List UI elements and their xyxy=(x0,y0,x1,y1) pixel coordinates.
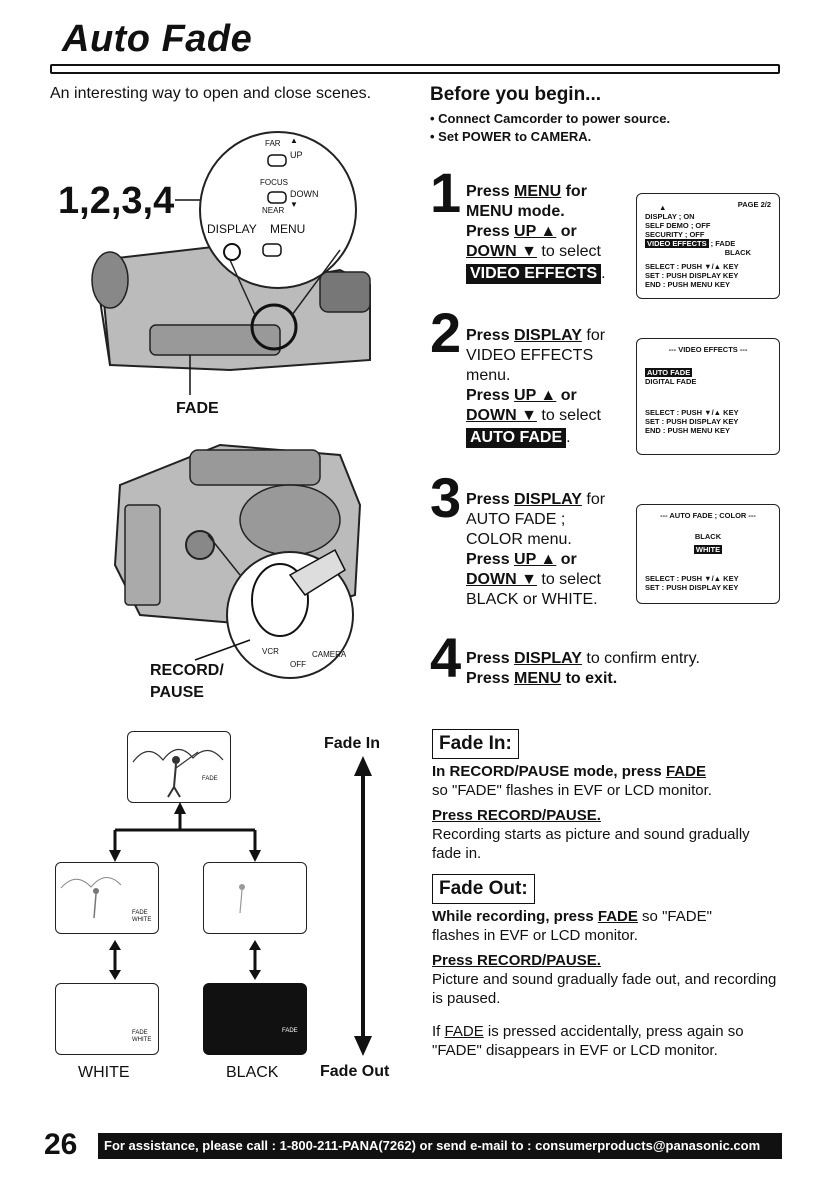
off-label: OFF xyxy=(290,660,306,669)
highlight-auto-fade: AUTO FADE xyxy=(466,428,567,448)
near-label: NEAR xyxy=(262,206,285,215)
page-title: Auto Fade xyxy=(62,18,253,60)
before-item: Connect Camcorder to power source. xyxy=(430,110,670,128)
faded-scene-image xyxy=(239,884,245,914)
golfer-scene-image xyxy=(132,748,224,798)
down-arrow-icon: ▼ xyxy=(290,200,298,209)
page-number: 26 xyxy=(44,1128,78,1161)
fade-out-heading: Fade Out: xyxy=(432,874,535,904)
fade-in-label: Fade In xyxy=(324,735,381,752)
scene-thumbnail-fading-black xyxy=(203,862,307,934)
faded-scene-image xyxy=(60,877,122,919)
down-label: DOWN xyxy=(290,189,319,199)
intro-text: An interesting way to open and close sce… xyxy=(50,85,372,102)
black-screen-thumbnail xyxy=(203,983,307,1055)
black-screen-fade-label: FADE xyxy=(282,1028,298,1034)
white-screen-thumbnail xyxy=(55,983,159,1055)
before-heading: Before you begin... xyxy=(430,84,602,105)
record-label-line2: PAUSE xyxy=(150,684,204,701)
vcr-label: VCR xyxy=(262,647,279,656)
record-pause-illustration xyxy=(113,443,362,679)
step-number: 2 xyxy=(430,301,462,364)
fade-flow-arrows xyxy=(109,802,261,980)
camcorder-controls-illustration xyxy=(91,131,371,395)
menu-screen-1: PAGE 2/2 ▲ DISPLAY ; ON SELF DEMO ; OFF … xyxy=(636,193,780,299)
before-list: Connect Camcorder to power source. Set P… xyxy=(430,110,670,146)
step-4-text: Press DISPLAY to confirm entry. Press ME… xyxy=(466,650,700,687)
fade-in-heading: Fade In: xyxy=(432,729,519,759)
fade-out-label: Fade Out xyxy=(320,1063,390,1080)
step-number: 3 xyxy=(430,466,462,529)
record-label-line1: RECORD/ xyxy=(150,662,224,679)
highlight-video-effects: VIDEO EFFECTS xyxy=(466,264,602,284)
menu-screen-3: --- AUTO FADE ; COLOR --- BLACK WHITE SE… xyxy=(636,504,780,604)
fade-in-body: In RECORD/PAUSE mode, press FADE so "FAD… xyxy=(432,763,750,862)
step-number: 1 xyxy=(430,161,462,224)
fade-in-heading-box: Fade In: xyxy=(432,729,519,759)
menu-label: MENU xyxy=(270,222,306,236)
display-label: DISPLAY xyxy=(207,222,257,236)
step-3-text: Press DISPLAY for AUTO FADE ; COLOR menu… xyxy=(466,491,606,608)
white-label: WHITE xyxy=(78,1064,130,1081)
thumb-fade-label: FADE xyxy=(202,776,218,782)
menu-screen-2: --- VIDEO EFFECTS --- AUTO FADE DIGITAL … xyxy=(636,338,780,455)
step-number: 4 xyxy=(430,626,462,689)
black-label: BLACK xyxy=(226,1064,279,1081)
thumb-fade-white-label: FADE WHITE xyxy=(132,910,152,923)
far-label: FAR xyxy=(265,139,281,148)
fade-out-body: While recording, press FADE so "FADE" fl… xyxy=(432,908,777,1059)
white-screen-fade-label: FADE WHITE xyxy=(132,1030,152,1043)
step-reference-label: 1,2,3,4 xyxy=(58,180,175,222)
fade-direction-arrow xyxy=(354,756,372,1056)
title-rule xyxy=(50,64,780,74)
up-arrow-icon: ▲ xyxy=(290,136,298,145)
step-2-text: Press DISPLAY for VIDEO EFFECTS menu. Pr… xyxy=(466,327,606,448)
focus-label: FOCUS xyxy=(260,178,288,187)
fade-button-label: FADE xyxy=(176,400,219,417)
assistance-footer: For assistance, please call : 1-800-211-… xyxy=(98,1133,782,1159)
up-label: UP xyxy=(290,150,303,160)
scene-thumbnail-fading-white xyxy=(55,862,159,934)
camera-label: CAMERA xyxy=(312,650,347,659)
step-1-text: Press MENU for MENU mode. Press UP ▲ or … xyxy=(466,183,606,284)
fade-out-heading-box: Fade Out: xyxy=(432,874,535,904)
before-item: Set POWER to CAMERA. xyxy=(430,128,670,146)
scene-thumbnail-top xyxy=(127,731,231,803)
